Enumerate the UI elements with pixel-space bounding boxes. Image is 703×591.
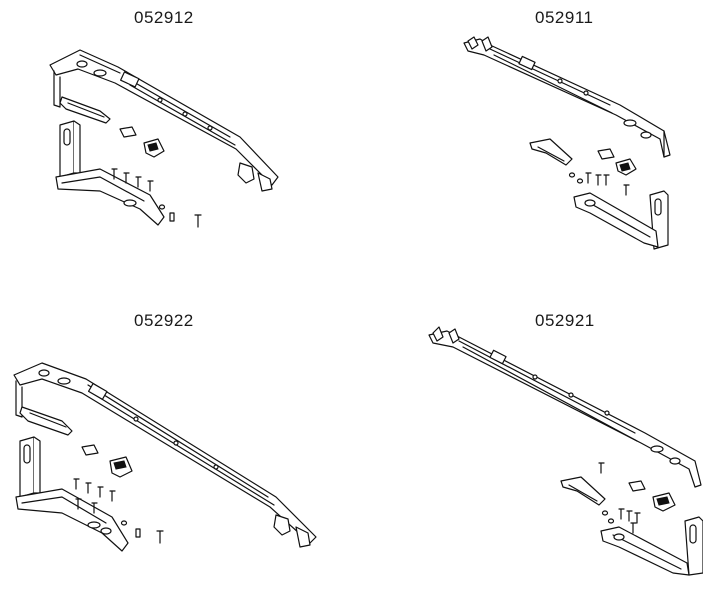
small-connector-parts	[597, 148, 637, 176]
small-connector-parts	[119, 126, 165, 158]
slide-rail-part	[19, 406, 73, 436]
base-plate-part	[573, 192, 659, 248]
stay-arm-assembly	[49, 49, 279, 192]
part-number-052912: 052912	[134, 8, 194, 27]
stay-arm-assembly	[428, 326, 702, 488]
screw-set	[568, 172, 630, 196]
slide-rail-part	[560, 476, 606, 506]
hinge-bracket-part	[19, 436, 41, 498]
hinge-bracket-part	[59, 120, 81, 178]
part-number-052921: 052921	[535, 311, 595, 330]
screw-set	[111, 168, 202, 228]
small-connector-parts	[628, 480, 676, 512]
stay-arm-assembly	[463, 36, 671, 158]
part-number-052911: 052911	[535, 8, 594, 27]
small-connector-parts	[81, 444, 133, 478]
slide-rail-part	[59, 96, 111, 124]
stay-arm-assembly	[13, 362, 317, 548]
hardware-kit-drawing-052911	[463, 36, 671, 250]
base-plate-part	[15, 488, 129, 552]
hinge-bracket-part	[684, 516, 703, 576]
hardware-kit-drawing-052921	[428, 326, 703, 576]
part-number-052922: 052922	[134, 311, 194, 330]
base-plate-part	[55, 168, 165, 226]
screw-set	[598, 462, 641, 534]
base-plate-part	[600, 526, 690, 576]
screw-set	[73, 478, 164, 544]
slide-rail-part	[529, 138, 573, 166]
hardware-kit-drawing-052922	[13, 362, 317, 552]
hardware-kit-drawing-052912	[49, 49, 279, 228]
